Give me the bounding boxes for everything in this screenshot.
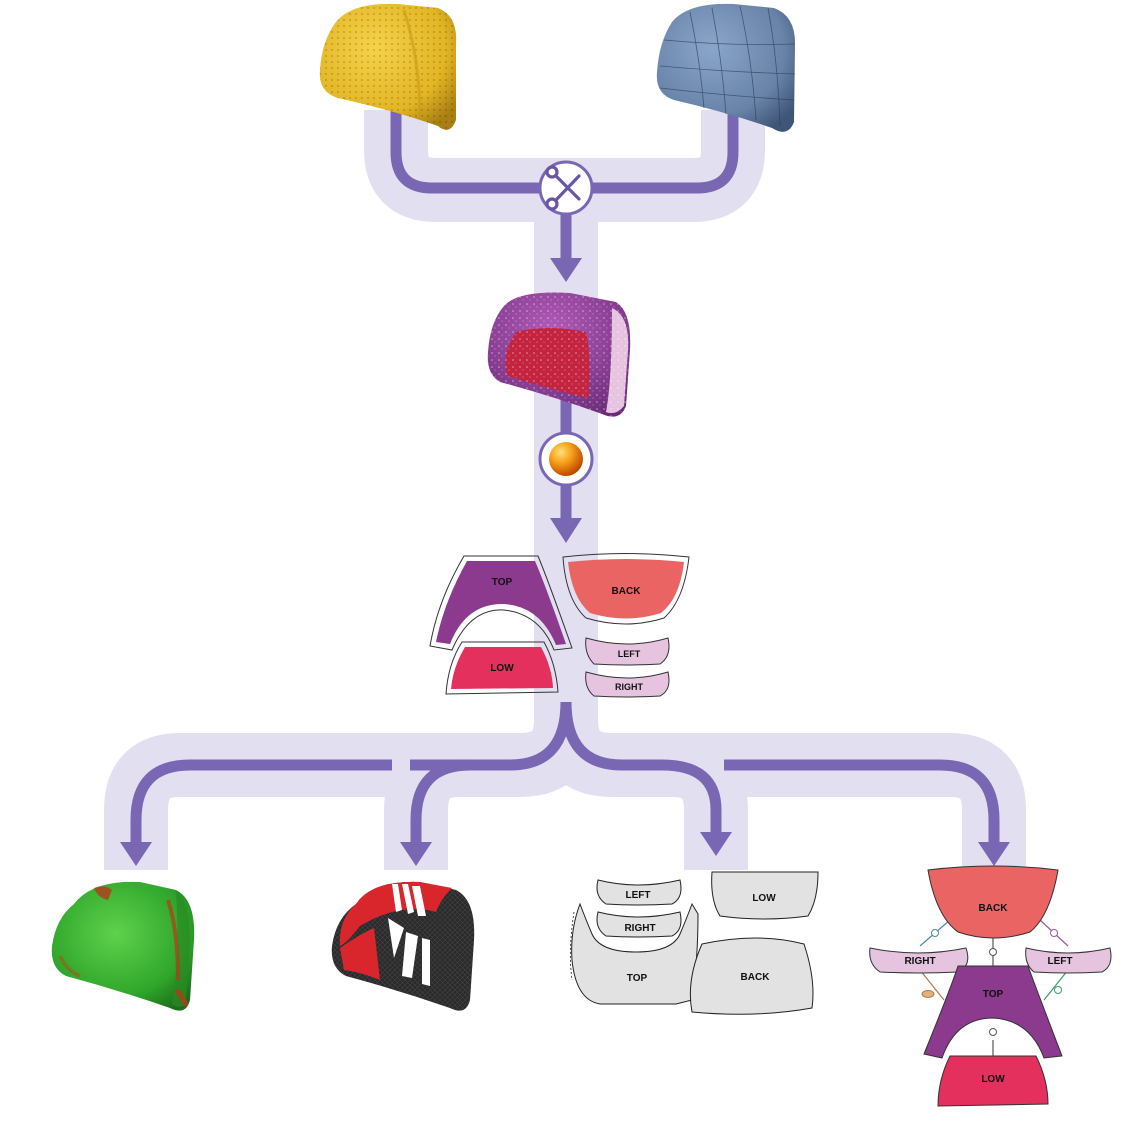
assembly-right: RIGHT	[869, 947, 969, 974]
textured-headrest	[331, 881, 475, 1011]
patch-layout: TOP BACK LOW LEFT RIGHT	[429, 553, 690, 698]
input-cad-headrest	[656, 3, 796, 132]
pattern-back: BACK	[689, 937, 814, 1015]
pattern-low-label: LOW	[752, 893, 776, 904]
pattern-left: LEFT	[596, 879, 682, 906]
flow-tracks	[104, 108, 1026, 870]
patch-left: LEFT	[585, 637, 670, 666]
arrow-to-texture	[400, 842, 432, 866]
assembly-top: TOP	[923, 965, 1063, 1059]
patch-back-label: BACK	[612, 586, 642, 597]
patch-top-label: TOP	[492, 577, 513, 588]
flat-patterns: LEFT RIGHT TOP LOW BACK	[570, 871, 819, 1015]
pattern-right-label: RIGHT	[624, 923, 655, 934]
pattern-left-label: LEFT	[626, 890, 651, 901]
pattern-back-label: BACK	[741, 972, 771, 983]
assembly-link-dots	[921, 929, 1062, 1036]
track-arrowheads	[120, 258, 1010, 866]
patch-left-label: LEFT	[618, 649, 641, 659]
patch-low-label: LOW	[490, 663, 514, 674]
assembly-low-label: LOW	[981, 1074, 1005, 1085]
arrow-to-patches	[550, 518, 582, 543]
arrow-to-merged-model	[550, 258, 582, 282]
arrow-to-analysis	[120, 842, 152, 866]
assembly-back: BACK	[927, 865, 1059, 939]
arrow-to-patterns	[700, 832, 732, 856]
sphere-icon	[538, 431, 594, 487]
assembly-top-label: TOP	[983, 989, 1004, 1000]
pattern-low: LOW	[711, 871, 819, 920]
patch-right-label: RIGHT	[615, 682, 644, 692]
pattern-right: RIGHT	[596, 911, 682, 938]
assembly-right-label: RIGHT	[904, 956, 935, 967]
patch-top: TOP	[429, 555, 573, 651]
assembly-layout: BACK RIGHT LEFT TOP LOW	[869, 865, 1112, 1107]
merged-headrest-model	[487, 292, 631, 417]
assembly-left-label: LEFT	[1048, 956, 1073, 967]
pattern-top-label: TOP	[627, 973, 648, 984]
patch-low: LOW	[445, 641, 559, 695]
assembly-back-label: BACK	[979, 903, 1009, 914]
assembly-low: LOW	[937, 1055, 1049, 1107]
track-line	[130, 108, 1000, 846]
patch-right: RIGHT	[585, 671, 670, 698]
pattern-top: TOP	[570, 902, 699, 1005]
input-mesh-headrest	[319, 3, 457, 130]
arrow-to-assembly	[978, 842, 1010, 866]
assembly-left: LEFT	[1025, 947, 1112, 974]
analysis-headrest	[51, 881, 195, 1011]
scissors-icon	[538, 160, 594, 216]
patch-back: BACK	[562, 553, 690, 625]
